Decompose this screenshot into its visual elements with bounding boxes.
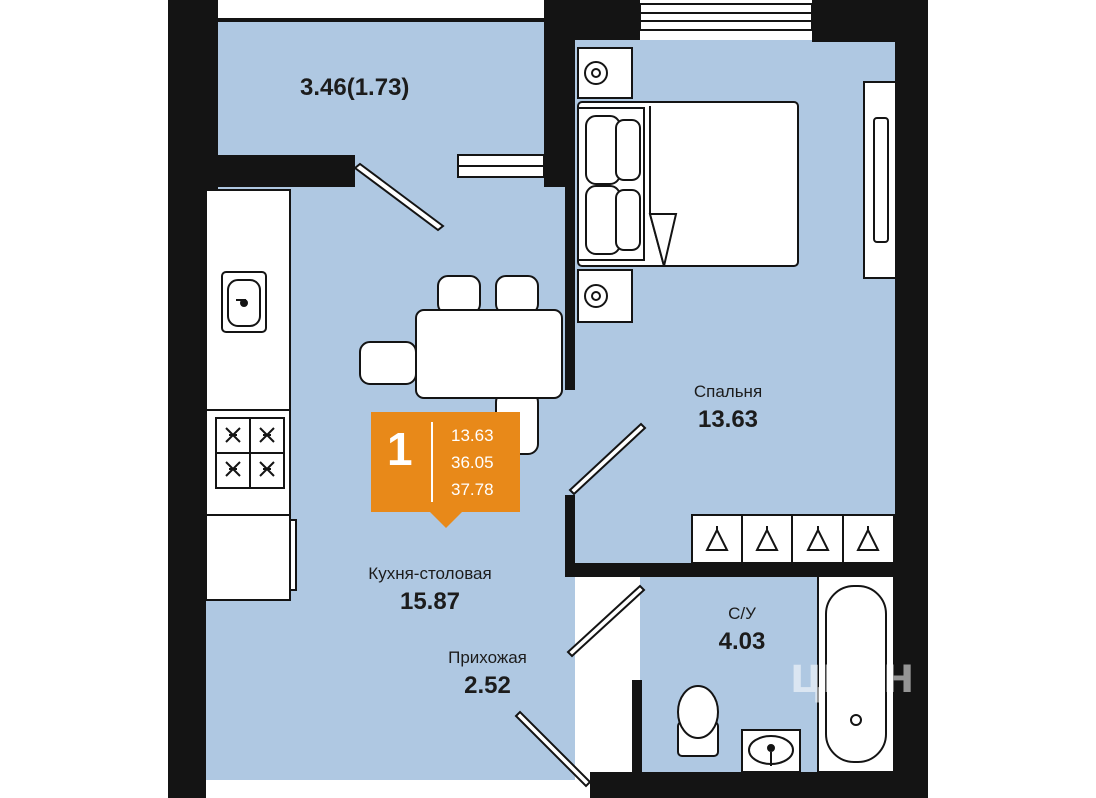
chair-top-left bbox=[437, 275, 481, 315]
watermark-logo: циан bbox=[790, 646, 915, 704]
bathroom-name: С/У bbox=[728, 604, 756, 623]
balcony-top-edge bbox=[218, 18, 544, 22]
toilet-bowl bbox=[677, 685, 719, 739]
bedroom-window bbox=[639, 3, 813, 31]
balcony-area: 3.46(1.73) bbox=[300, 74, 410, 101]
bedroom-door bbox=[568, 422, 647, 496]
apartment-info-badge: 1 13.63 36.05 37.78 bbox=[371, 412, 520, 528]
dining-table bbox=[415, 309, 563, 399]
bathroom-fixtures bbox=[677, 575, 895, 773]
bathroom-door bbox=[566, 584, 646, 658]
badge-pointer bbox=[430, 512, 462, 528]
kitchen-name: Кухня-столовая bbox=[368, 564, 492, 583]
kitchen-area: 15.87 bbox=[399, 588, 461, 615]
bedroom-furniture bbox=[577, 47, 897, 323]
balcony-floor bbox=[218, 22, 544, 160]
hallway-label: Прихожая 2.52 bbox=[420, 648, 555, 700]
badge-divider bbox=[431, 422, 433, 502]
bathroom-label: С/У 4.03 bbox=[702, 604, 782, 656]
kitchen-counter bbox=[205, 189, 297, 601]
kitchen-label: Кухня-столовая 15.87 bbox=[330, 564, 530, 616]
walls bbox=[168, 0, 928, 798]
bedroom-wall-left-top bbox=[565, 40, 575, 390]
bathroom-area: 4.03 bbox=[718, 628, 766, 655]
area-with-balcony: 37.78 bbox=[451, 480, 494, 499]
bedroom-name: Спальня bbox=[693, 382, 763, 401]
entrance-door bbox=[514, 710, 592, 788]
wardrobe bbox=[691, 514, 895, 564]
hallway-area: 2.52 bbox=[464, 672, 511, 699]
balcony-inner-wall-left bbox=[205, 155, 355, 187]
balcony-label: 3.46(1.73) bbox=[300, 74, 409, 102]
outer-wall-left bbox=[168, 160, 206, 798]
badge-values: 13.63 36.05 37.78 bbox=[451, 422, 494, 503]
bottom-wall-left-dark bbox=[168, 780, 206, 798]
bottom-wall-right bbox=[590, 772, 928, 798]
bedroom-area: 13.63 bbox=[697, 406, 759, 433]
counter-end bbox=[289, 519, 297, 591]
bedroom-wall-left-bottom bbox=[565, 495, 575, 575]
chair-top-right bbox=[495, 275, 539, 315]
bottom-wall-left bbox=[168, 780, 588, 798]
blanket-fold bbox=[648, 213, 678, 267]
stove-burners bbox=[225, 427, 275, 477]
rooms-count: 1 bbox=[387, 423, 413, 475]
counter-top bbox=[205, 189, 291, 601]
windows bbox=[457, 3, 813, 178]
balcony-door bbox=[353, 162, 445, 232]
hallway-name: Прихожая bbox=[448, 648, 527, 667]
balcony-rail-top bbox=[218, 0, 544, 22]
tv bbox=[873, 117, 889, 243]
bathroom-wall-left bbox=[632, 680, 642, 780]
bedroom-wall-bottom bbox=[565, 563, 907, 577]
doors bbox=[353, 162, 647, 788]
total-area: 36.05 bbox=[451, 453, 494, 472]
chair-left bbox=[359, 341, 417, 385]
living-area: 13.63 bbox=[451, 426, 494, 445]
outer-wall-right bbox=[895, 0, 928, 798]
bedroom-label: Спальня 13.63 bbox=[668, 382, 788, 434]
